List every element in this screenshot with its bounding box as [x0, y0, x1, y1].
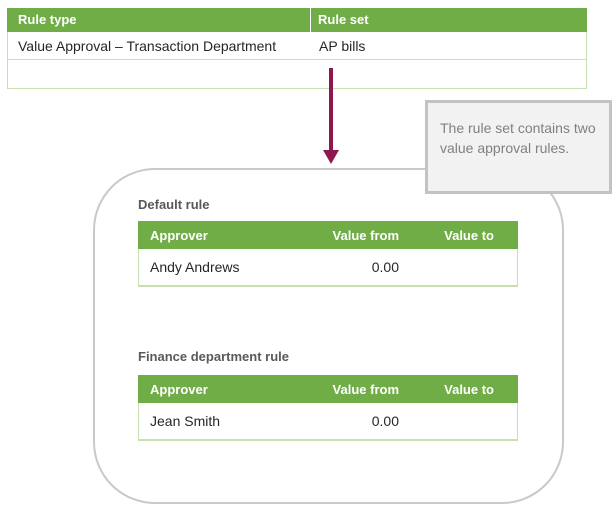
cell-value-from: 0.00: [371, 259, 399, 275]
rule-label-finance: Finance department rule: [138, 349, 289, 364]
cell-rule-type: Value Approval – Transaction Department: [18, 37, 277, 54]
column-header-approver: Approver: [150, 381, 208, 397]
approver-table-header: Approver Value from Value to: [138, 375, 518, 403]
table-row-empty: [8, 60, 586, 88]
rule-set-container: [93, 168, 564, 504]
column-header-value-from: Value from: [332, 227, 399, 243]
approver-table-default: Approver Value from Value to Andy Andrew…: [138, 221, 518, 287]
rule-label-default: Default rule: [138, 197, 210, 212]
arrow-shaft: [329, 68, 333, 152]
arrow-down-icon: [323, 150, 339, 164]
approver-table-header: Approver Value from Value to: [138, 221, 518, 249]
table-row: Andy Andrews 0.00: [139, 249, 517, 285]
approver-table-body: Andy Andrews 0.00: [138, 249, 518, 287]
callout-text: The rule set contains two value approval…: [440, 120, 596, 156]
rule-type-table-header: Rule type Rule set: [7, 8, 587, 32]
column-header-rule-set: Rule set: [318, 12, 369, 27]
cell-value-from: 0.00: [371, 413, 399, 429]
callout-box: The rule set contains two value approval…: [425, 100, 612, 194]
approver-table-body: Jean Smith 0.00: [138, 403, 518, 441]
table-row: Jean Smith 0.00: [139, 403, 517, 439]
column-header-rule-type: Rule type: [7, 8, 311, 32]
rule-type-table: Rule type Rule set Value Approval – Tran…: [7, 8, 587, 89]
column-header-approver: Approver: [150, 227, 208, 243]
rule-type-table-body: Value Approval – Transaction Department …: [7, 32, 587, 89]
table-row: Value Approval – Transaction Department …: [8, 32, 586, 60]
approver-table-finance: Approver Value from Value to Jean Smith …: [138, 375, 518, 441]
column-header-value-to: Value to: [444, 381, 494, 397]
column-header-value-to: Value to: [444, 227, 494, 243]
cell-approver: Andy Andrews: [150, 259, 240, 275]
cell-approver: Jean Smith: [150, 413, 221, 429]
cell-rule-set: AP bills: [319, 37, 366, 54]
column-header-value-from: Value from: [332, 381, 399, 397]
